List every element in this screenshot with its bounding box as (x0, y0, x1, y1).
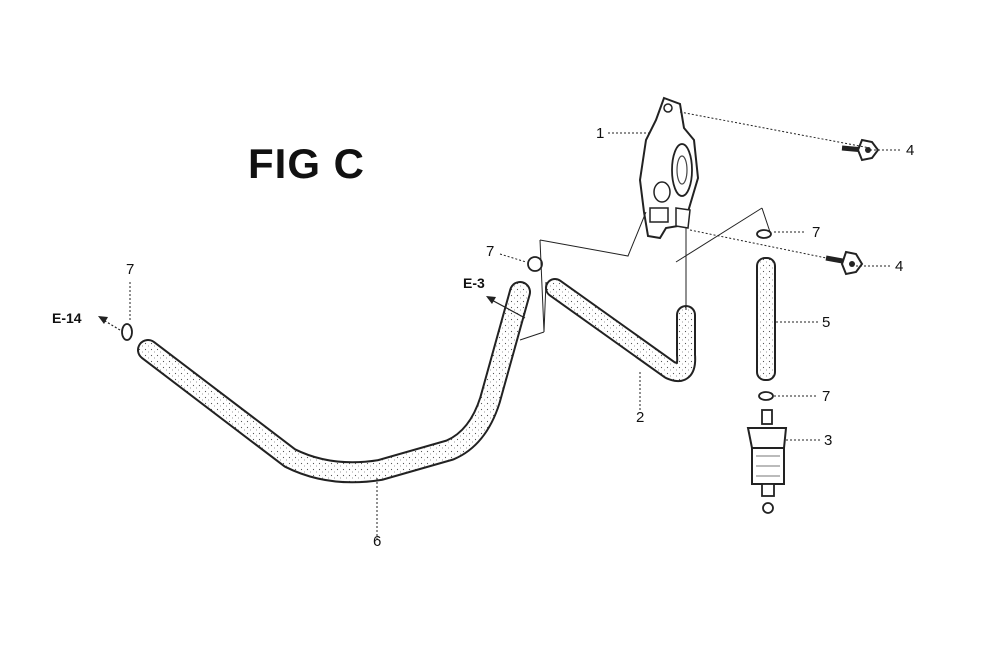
callout-6: 6 (373, 533, 382, 550)
clamp-7-right-top (756, 229, 772, 239)
bolt-4-bottom (825, 250, 864, 276)
arrow-e3 (486, 296, 526, 319)
clamp-7-right-mid (758, 391, 774, 401)
hose-5 (756, 257, 776, 381)
figure-title: FIG C (248, 140, 365, 187)
reference-e14: E-14 (52, 310, 82, 326)
callout-2: 2 (636, 409, 645, 426)
arrow-e14 (98, 316, 121, 331)
callout-7-left: 7 (126, 261, 135, 278)
clamp-7-mid (527, 256, 543, 272)
fuel-filter-3 (746, 409, 788, 514)
fuel-valve-1 (638, 96, 700, 240)
callout-7-mid: 7 (486, 243, 495, 260)
callout-4-bottom: 4 (895, 258, 904, 275)
reference-e3: E-3 (463, 275, 485, 291)
callout-1: 1 (596, 125, 605, 142)
leader-lines (129, 111, 902, 540)
clamp-7-left (121, 323, 133, 341)
callout-5: 5 (822, 314, 831, 331)
callout-7-right-mid: 7 (822, 388, 831, 405)
bolt-4-top (841, 138, 880, 162)
hose-2 (545, 278, 697, 382)
callout-7-right-top: 7 (812, 224, 821, 241)
callout-4-top: 4 (906, 142, 915, 159)
assembly-lines (519, 207, 771, 341)
hose-6 (137, 281, 531, 484)
callout-3: 3 (824, 432, 833, 449)
